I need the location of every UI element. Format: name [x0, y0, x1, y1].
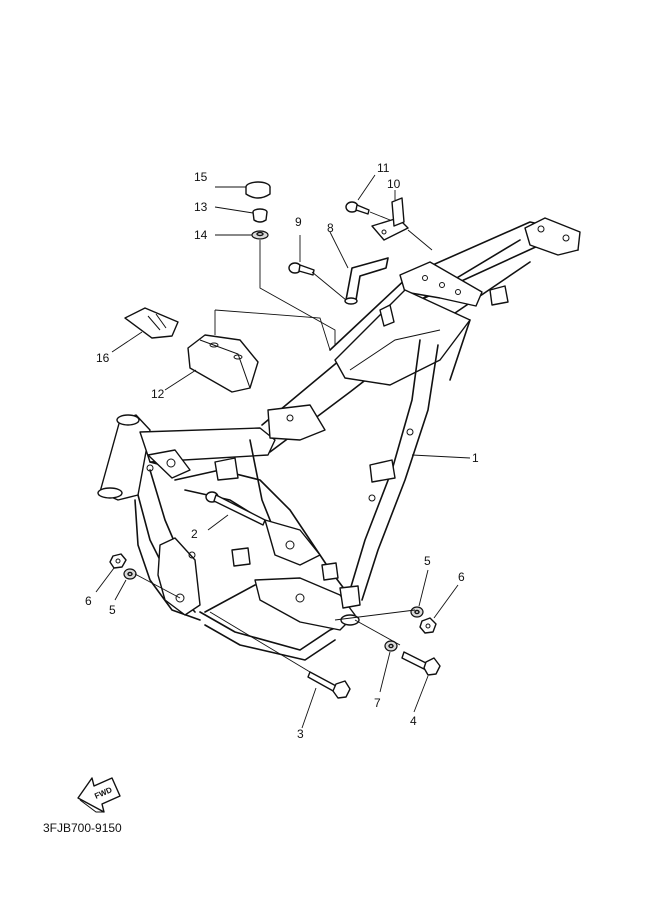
washer-part-5-left: [123, 568, 137, 580]
leader-lines: [95, 174, 471, 729]
callout-12: 12: [151, 387, 165, 401]
callout-14: 14: [194, 228, 208, 242]
callout-9: 9: [295, 215, 302, 229]
bracket-part-10: [371, 197, 409, 241]
rod-part-8: [344, 257, 389, 305]
washer-part-14: [251, 230, 269, 240]
callout-2: 2: [191, 527, 198, 541]
callout-10: 10: [387, 177, 401, 191]
washer-part-5-right: [410, 606, 424, 618]
callout-16: 16: [96, 351, 110, 365]
callout-4: 4: [410, 714, 417, 728]
bolt-part-2: [205, 491, 266, 526]
bolt-part-9: [288, 262, 315, 276]
callout-11: 11: [377, 161, 390, 175]
callout-5-right: 5: [424, 554, 431, 568]
cap-part-15: [245, 181, 271, 199]
nut-part-6-right: [419, 617, 437, 634]
grommet-part-13: [252, 208, 268, 223]
washer-part-7: [384, 640, 398, 652]
callout-6-left: 6: [85, 594, 92, 608]
frame-body: [97, 217, 581, 661]
callout-15: 15: [194, 170, 208, 184]
callout-3: 3: [297, 727, 304, 741]
callout-6-right: 6: [458, 570, 465, 584]
callout-5-left: 5: [109, 603, 116, 617]
bolt-part-4: [401, 651, 441, 676]
callout-7: 7: [374, 696, 381, 710]
callout-1: 1: [472, 451, 479, 465]
cover-part-12: [187, 334, 259, 393]
fwd-arrow-icon: FWD: [77, 777, 121, 813]
callout-labels: 1 2 3 4 5 5 6 6 7 8 9 10 11 12 13 14 15 …: [85, 161, 479, 741]
pad-part-16: [124, 307, 179, 339]
callout-8: 8: [327, 221, 334, 235]
bolt-part-3: [307, 671, 351, 699]
nut-part-6-left: [109, 553, 127, 569]
callout-13: 13: [194, 200, 208, 214]
diagram-code: 3FJB700-9150: [43, 821, 122, 835]
bolt-part-11: [345, 201, 370, 215]
